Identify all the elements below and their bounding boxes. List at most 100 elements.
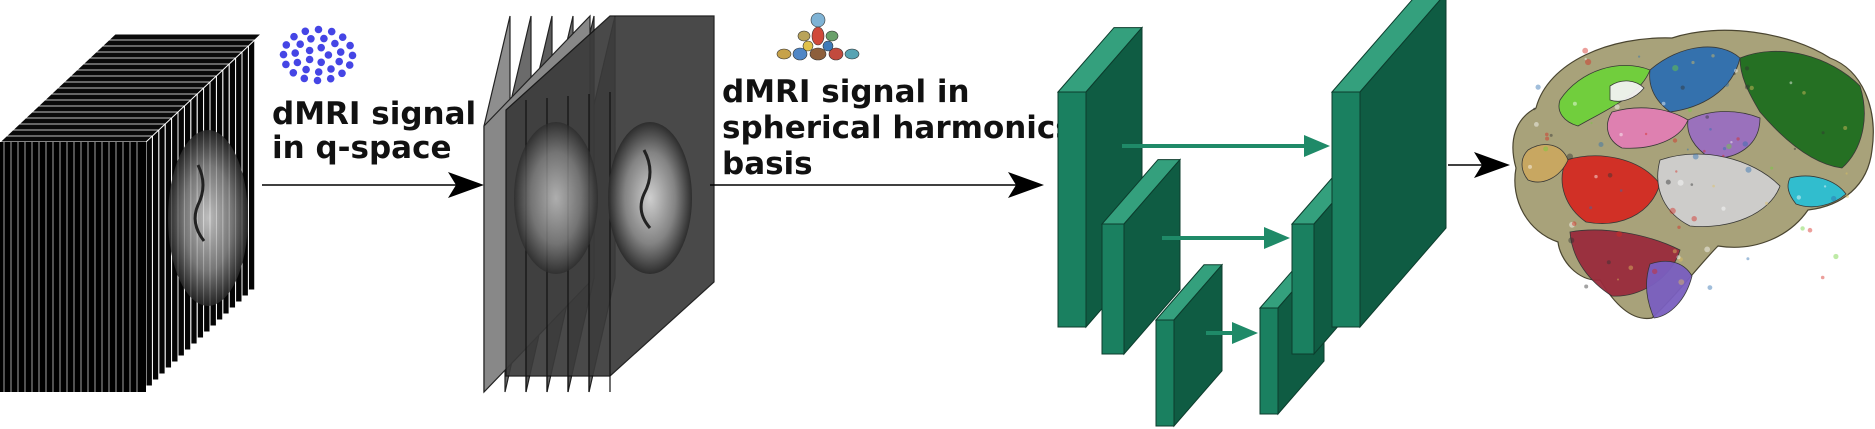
qspace-point [293, 58, 302, 67]
brain-texture-speck [1678, 279, 1685, 285]
brain-texture-speck [1569, 221, 1575, 228]
region-gray [1657, 153, 1781, 228]
brain-texture-speck [1730, 141, 1733, 144]
brain-texture-speck [1594, 174, 1598, 179]
brain-texture-speck [1545, 132, 1549, 137]
sh-label-line1: dMRI signal in [722, 74, 970, 110]
qspace-point [279, 50, 288, 59]
brain-texture-speck [1617, 278, 1619, 281]
brain-texture-speck [1845, 172, 1848, 175]
qspace-point [320, 34, 328, 43]
encoder-block-2-front [1101, 223, 1125, 355]
encoder-block-1-front [1057, 91, 1087, 328]
brain-texture-speck [1590, 121, 1593, 125]
brain-texture-speck [1807, 227, 1813, 233]
sh-basis-lobe [810, 12, 826, 28]
brain-texture-speck [1584, 57, 1587, 61]
arrow-network-to-brain-head [1474, 152, 1510, 178]
qspace-front-face [0, 142, 146, 392]
brain-texture-speck [1582, 47, 1589, 54]
sh-basis-lobe [822, 40, 834, 52]
sh-basis-lobe [776, 48, 792, 60]
brain-texture-speck [1665, 179, 1671, 185]
brain-texture-speck [1549, 133, 1553, 137]
brain-texture-speck [1676, 255, 1681, 260]
brain-texture-speck [1691, 60, 1695, 65]
qspace-point [314, 68, 323, 76]
brain-texture-speck [1672, 65, 1679, 72]
arrow-qspace-to-sh-head [448, 172, 484, 198]
brain-texture-speck [1742, 141, 1749, 147]
brain-texture-speck [1802, 91, 1806, 95]
region-tan [1521, 144, 1569, 183]
brain-texture-speck [1616, 231, 1623, 237]
brain-texture-speck [1721, 206, 1726, 211]
qspace-volume-stack [0, 33, 263, 393]
brain-texture-speck [1534, 122, 1539, 127]
sh-basis-lobe [792, 47, 808, 61]
sh-basis-lobe [802, 40, 814, 52]
brain-texture-speck [1528, 164, 1532, 169]
brain-texture-speck [1831, 195, 1837, 202]
qspace-point [338, 69, 346, 78]
brain-texture-speck [1709, 128, 1712, 131]
brain-texture-speck [1677, 225, 1681, 229]
brain-texture-speck [1765, 201, 1769, 205]
brain-texture-speck [1705, 115, 1709, 119]
qspace-brain-slice [168, 130, 248, 306]
brain-texture-speck [1675, 170, 1678, 173]
qspace-point [302, 65, 310, 74]
brain-texture-speck [1845, 194, 1850, 198]
brain-texture-speck [1614, 104, 1620, 110]
qspace-point [327, 65, 335, 73]
sh-basis-lobe [828, 47, 844, 61]
qspace-point [305, 55, 314, 64]
brain-texture-speck [1688, 108, 1692, 113]
sh-label-line2: spherical harmonics [722, 110, 1074, 146]
region-pink [1607, 107, 1689, 149]
brain-texture-speck [1821, 131, 1825, 135]
sh-basis-lobe [844, 48, 860, 60]
brain-texture-speck [1628, 265, 1634, 271]
unet-network [1056, 0, 1447, 428]
region-cyan [1787, 175, 1847, 208]
region-violet [1646, 260, 1693, 319]
sh-brain-ventricle [639, 149, 652, 229]
qspace-point [282, 60, 290, 69]
qspace-point [336, 48, 345, 56]
brain-texture-speck [1691, 216, 1697, 222]
sh-basis-lobe [809, 47, 827, 61]
brain-texture-speck [1749, 85, 1754, 91]
brain-texture-speck [1722, 147, 1727, 151]
region-red [1561, 155, 1661, 224]
sh-brain-slice-b [608, 122, 692, 274]
qspace-point [296, 40, 305, 48]
qspace-point [301, 27, 310, 36]
spherical-harmonics-icon [776, 12, 860, 61]
qspace-point [331, 39, 339, 48]
brain-texture-speck [1571, 221, 1577, 226]
brain-texture-speck [1535, 84, 1541, 90]
sh-label-line3: basis [722, 146, 813, 182]
brain-texture-speck [1652, 268, 1658, 275]
brain-texture-speck [1533, 107, 1536, 111]
brain-texture-speck [1568, 237, 1575, 244]
brain-texture-speck [1690, 183, 1694, 186]
qspace-point [307, 35, 315, 43]
sh-basis-lobe [825, 30, 839, 42]
brain-texture-speck [1678, 257, 1683, 262]
qspace-point [327, 27, 336, 36]
qspace-point [345, 61, 354, 69]
encoder-block-3-side [1173, 263, 1223, 428]
brain-texture-speck [1619, 132, 1623, 137]
brain-texture-speck [1744, 66, 1750, 71]
brain-parcellation-icon [1512, 29, 1874, 320]
brain-texture-speck [1733, 72, 1736, 76]
brain-texture-speck [1726, 143, 1732, 150]
encoder-block-3-front [1155, 319, 1175, 427]
brain-texture-speck [1712, 184, 1715, 188]
region-purple [1687, 111, 1761, 159]
encoder-block-2-side [1123, 158, 1181, 356]
qspace-point [348, 51, 357, 60]
